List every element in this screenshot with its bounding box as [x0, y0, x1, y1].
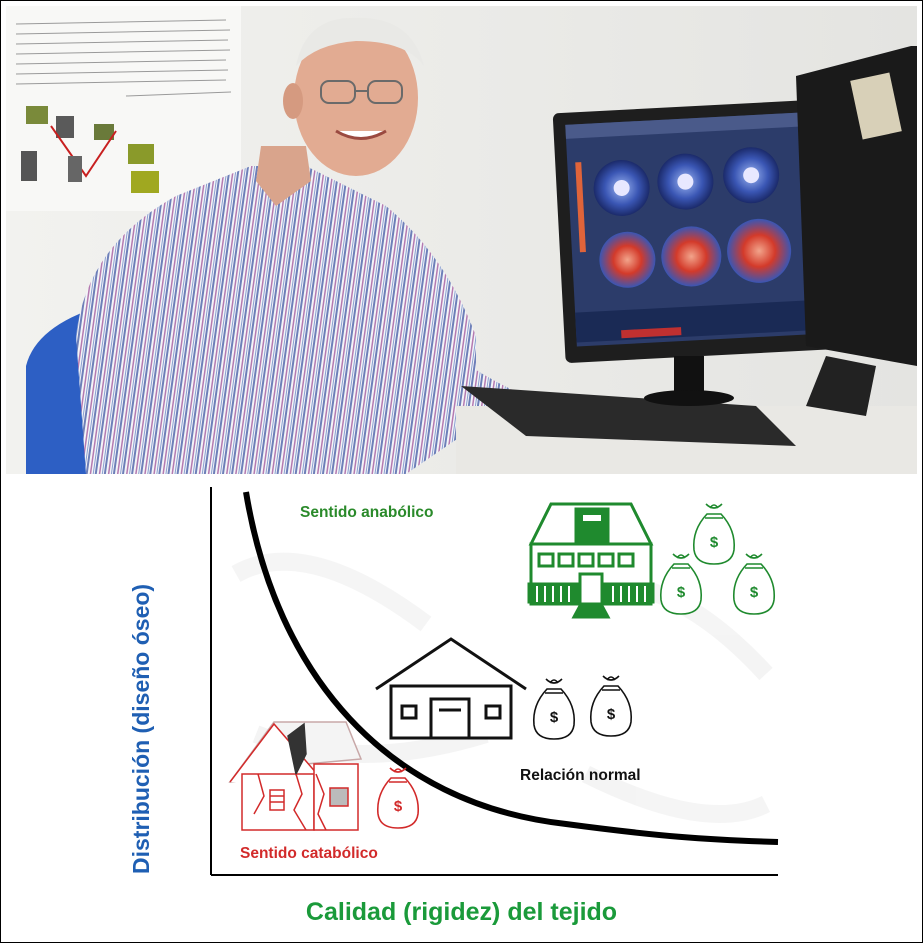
label-catabolic: Sentido catabólico — [240, 845, 378, 862]
anabolic-building-icon — [527, 502, 655, 619]
relation-curve — [243, 491, 779, 845]
y-axis-label: Distribución (diseño óseo) — [128, 583, 154, 874]
money-bag-icon-normal-2: $ — [589, 675, 633, 737]
person-shirt — [76, 166, 476, 474]
svg-text:$: $ — [550, 709, 559, 726]
label-anabolic: Sentido anabólico — [300, 504, 434, 521]
person-face — [294, 20, 418, 176]
keyboard — [461, 386, 796, 446]
normal-house-icon — [375, 637, 527, 740]
money-bag-icon-normal-1: $ — [532, 678, 576, 740]
wall-poster — [6, 6, 241, 211]
svg-text:$: $ — [607, 706, 616, 723]
diagram-panel: $ $ $ $ $ $ — [6, 474, 917, 936]
photo-panel — [6, 6, 917, 474]
scientist-photo — [6, 6, 917, 474]
money-bag-icon-anabolic-2: $ — [659, 553, 703, 615]
bone-quality-diagram: $ $ $ $ $ $ — [210, 487, 779, 876]
money-bag-icon-anabolic-3: $ — [732, 553, 776, 615]
money-bag-icon-anabolic-1: $ — [692, 503, 736, 565]
x-axis-label: Calidad (rigidez) del tejido — [305, 898, 618, 926]
svg-text:$: $ — [677, 584, 686, 601]
label-normal: Relación normal — [520, 767, 641, 784]
money-bag-icon-catabolic: $ — [376, 767, 420, 829]
monitor — [552, 99, 846, 406]
catabolic-house-icon — [228, 721, 363, 831]
svg-text:$: $ — [710, 534, 719, 551]
svg-text:$: $ — [750, 584, 759, 601]
svg-text:$: $ — [394, 798, 403, 815]
